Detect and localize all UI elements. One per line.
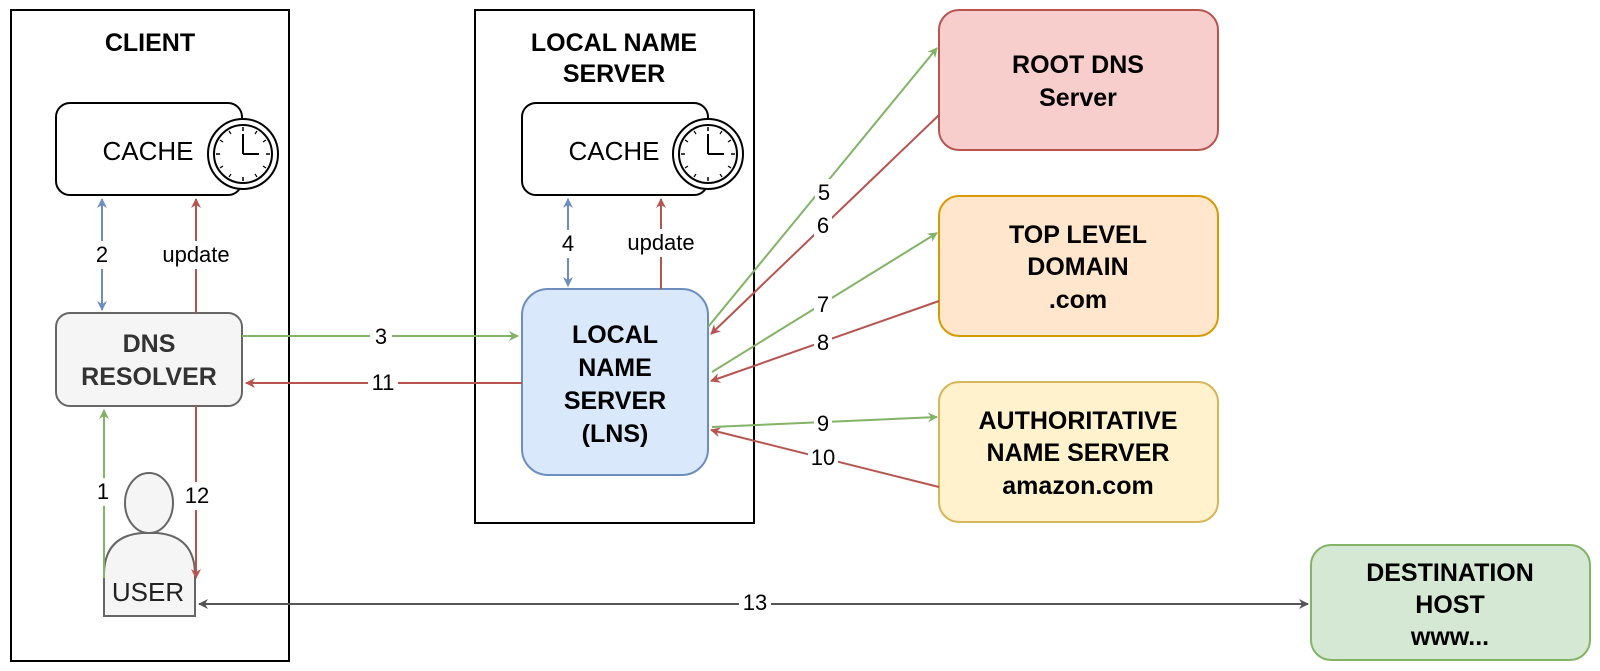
- client-update-label: update: [162, 242, 229, 267]
- root-dns-node: ROOT DNS Server: [938, 9, 1219, 151]
- dns-resolver-label-line1: DNS: [123, 330, 176, 358]
- user-icon: USER: [103, 472, 196, 617]
- root-dns-label-line2: Server: [1039, 84, 1117, 112]
- root-dns-label-line1: ROOT DNS: [1012, 51, 1144, 79]
- step-label-9: 9: [817, 411, 829, 436]
- user-label: USER: [112, 577, 184, 607]
- tld-node: TOP LEVEL DOMAIN .com: [938, 195, 1219, 337]
- tld-label-line1: TOP LEVEL: [1009, 221, 1147, 249]
- auth-label-line1: AUTHORITATIVE: [978, 407, 1177, 435]
- auth-label-line3: amazon.com: [1002, 472, 1153, 500]
- auth-label-line2: NAME SERVER: [987, 439, 1170, 467]
- step-label-6: 6: [817, 213, 829, 238]
- local-ns-title-line2: SERVER: [563, 60, 665, 88]
- step-label-13: 13: [743, 590, 767, 615]
- step-label-5: 5: [818, 180, 830, 205]
- step-label-2: 2: [96, 242, 108, 267]
- lns-label-line3: SERVER: [564, 387, 666, 415]
- step-label-1: 1: [97, 479, 109, 504]
- step-label-12: 12: [185, 483, 209, 508]
- lns-cache-label: CACHE: [568, 136, 659, 166]
- lns-label-line1: LOCAL: [572, 321, 658, 349]
- client-cache: CACHE: [55, 102, 279, 196]
- step-label-8: 8: [817, 330, 829, 355]
- dest-label-line2: HOST: [1415, 591, 1484, 619]
- client-title: CLIENT: [105, 29, 195, 57]
- step-label-3: 3: [375, 324, 387, 349]
- lns-cache: CACHE: [521, 102, 744, 196]
- clock-icon: [672, 118, 744, 190]
- dest-label-line1: DESTINATION: [1366, 559, 1534, 587]
- lns-node: LOCAL NAME SERVER (LNS): [521, 288, 709, 476]
- step-label-4: 4: [562, 231, 574, 256]
- authoritative-ns-node: AUTHORITATIVE NAME SERVER amazon.com: [938, 381, 1219, 523]
- tld-label-line2: DOMAIN: [1027, 253, 1128, 281]
- step-label-10: 10: [811, 445, 835, 470]
- destination-host-node: DESTINATION HOST www...: [1310, 544, 1591, 661]
- lns-label-line2: NAME: [578, 354, 652, 382]
- step-label-11: 11: [372, 370, 395, 395]
- edge-label-pads: [91, 179, 838, 617]
- dns-resolver-label-line2: RESOLVER: [81, 363, 217, 391]
- dns-resolver-node: DNS RESOLVER: [55, 312, 243, 407]
- client-cache-label: CACHE: [102, 136, 193, 166]
- clock-icon: [207, 118, 279, 190]
- dest-label-line3: www...: [1410, 623, 1489, 651]
- local-ns-title-line1: LOCAL NAME: [531, 29, 697, 57]
- lns-label-line4: (LNS): [582, 420, 649, 448]
- step-label-7: 7: [817, 292, 829, 317]
- tld-label-line3: .com: [1049, 286, 1107, 314]
- lns-update-label: update: [627, 230, 694, 255]
